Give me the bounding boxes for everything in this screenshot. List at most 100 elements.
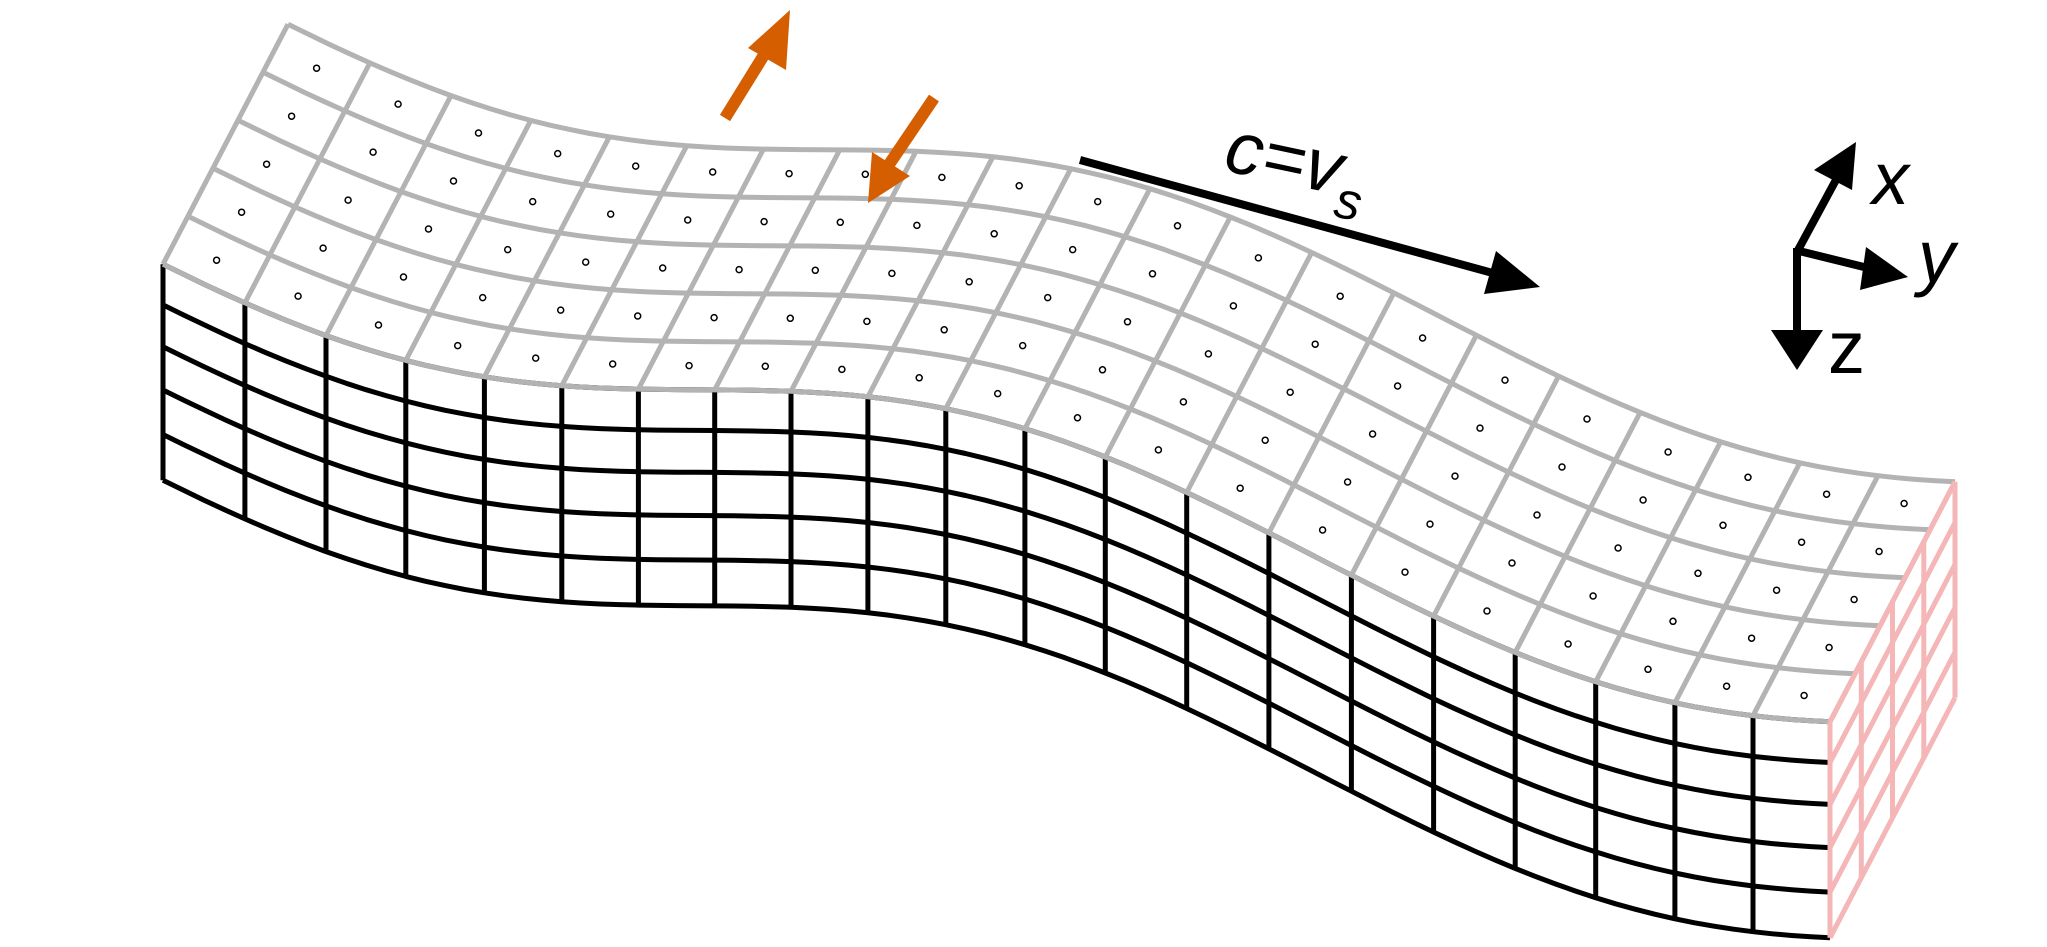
particle-marker: [237, 208, 246, 216]
particle-marker: [683, 216, 692, 224]
coordinate-axes: x y z: [1771, 137, 1959, 389]
particle-marker: [888, 269, 896, 278]
particle-marker: [453, 341, 462, 350]
particle-marker: [1254, 254, 1263, 262]
particle-marker: [1204, 350, 1213, 358]
surface-grid-transverse-line: [712, 148, 842, 392]
particle-marker: [424, 225, 433, 233]
particle-motion-arrows: [719, 10, 939, 203]
particle-marker: [503, 245, 512, 254]
particle-marker: [531, 354, 540, 362]
particle-marker: [1123, 318, 1132, 326]
particle-marker: [633, 312, 642, 320]
particle-marker: [915, 374, 923, 382]
surface-grid-transverse-line: [1512, 411, 1643, 654]
particle-marker: [1261, 436, 1269, 444]
surface-grid-transverse-line: [865, 155, 996, 398]
surface-grid-longitudinal-line: [161, 261, 1831, 725]
surface-grid-transverse-line: [160, 23, 291, 266]
particle-marker: [811, 266, 820, 275]
particle-marker: [838, 365, 846, 374]
surface-grid-transverse-line: [788, 150, 919, 393]
particle-marker: [735, 265, 743, 274]
surface-grid-transverse-line: [1672, 461, 1803, 704]
particle-marker: [478, 293, 487, 302]
particle-marker: [1772, 586, 1781, 594]
x-axis-label: x: [1869, 137, 1912, 220]
particle-marker: [1747, 634, 1756, 642]
surface-grid-transverse-line: [1266, 291, 1397, 535]
particle-marker: [685, 361, 693, 370]
top-surface-grid: [160, 21, 1958, 725]
particle-marker: [1343, 478, 1352, 486]
surface-grid-transverse-line: [482, 135, 612, 378]
side-grid-layer-line: [161, 261, 1831, 725]
x-axis-arrow: [1793, 142, 1856, 254]
particle-marker: [631, 162, 640, 170]
particle-marker: [1418, 334, 1427, 342]
particle-marker: [1179, 398, 1188, 406]
wave-velocity-label: c=vs: [1215, 104, 1376, 233]
particle-marker: [1068, 245, 1077, 254]
particle-marker: [553, 149, 562, 158]
particle-marker: [1368, 430, 1377, 438]
surface-grid-transverse-line: [323, 94, 454, 337]
particle-marker: [1043, 293, 1052, 302]
particle-marker: [1900, 499, 1908, 508]
particle-marker: [312, 64, 321, 72]
y-axis-label: y: [1913, 215, 1959, 298]
particle-marker: [319, 244, 327, 252]
particle-marker: [1564, 640, 1572, 648]
side-grid-layer-line: [161, 387, 1831, 851]
surface-grid-transverse-line: [1431, 374, 1561, 618]
particle-marker: [1173, 222, 1182, 230]
particle-marker: [708, 168, 717, 176]
surface-grid-longitudinal-line: [261, 69, 1931, 533]
surface-grid-transverse-line: [403, 119, 534, 362]
particle-marker: [1015, 182, 1023, 190]
particle-motion-down-arrow: [868, 94, 939, 203]
particle-marker: [1098, 366, 1107, 374]
particle-marker: [1744, 473, 1752, 482]
particle-marker: [1558, 463, 1566, 471]
particle-marker: [449, 177, 458, 185]
surface-grid-transverse-line: [1184, 251, 1314, 494]
particle-marker: [1501, 376, 1509, 384]
particle-marker: [1614, 544, 1622, 552]
surface-grid-longitudinal-line: [211, 165, 1881, 629]
particle-marker: [938, 173, 946, 182]
particle-marker: [1476, 424, 1484, 432]
z-axis-label: z: [1828, 306, 1865, 389]
y-axis-arrow: [1794, 246, 1908, 290]
particle-marker: [1533, 511, 1541, 519]
particle-marker: [1850, 595, 1858, 604]
particle-marker: [658, 264, 667, 272]
particle-marker: [1311, 340, 1319, 348]
particle-marker: [1669, 617, 1677, 626]
particle-marker: [1318, 526, 1327, 534]
particle-marker: [1154, 446, 1163, 454]
particle-marker: [1236, 484, 1244, 492]
particle-marker: [287, 112, 296, 120]
particle-marker: [990, 230, 998, 238]
surface-grid-longitudinal-line: [186, 213, 1856, 677]
particle-marker: [1426, 520, 1434, 528]
surface-particle-markers: [212, 64, 1908, 700]
surface-grid-transverse-line: [559, 144, 690, 387]
particle-marker: [1229, 302, 1238, 310]
particle-marker: [836, 218, 845, 227]
particle-marker: [294, 292, 302, 300]
side-face-grid: [160, 261, 1833, 941]
particle-marker: [861, 170, 870, 179]
z-axis-arrow: [1771, 248, 1823, 370]
particle-marker: [1694, 569, 1702, 578]
particle-marker: [761, 362, 770, 371]
particle-marker: [1393, 382, 1402, 390]
particle-motion-up-arrow: [719, 10, 790, 122]
particle-marker: [1073, 414, 1082, 422]
particle-marker: [863, 317, 871, 326]
particle-marker: [1483, 607, 1491, 615]
particle-marker: [581, 258, 590, 266]
particle-marker: [1722, 682, 1731, 690]
